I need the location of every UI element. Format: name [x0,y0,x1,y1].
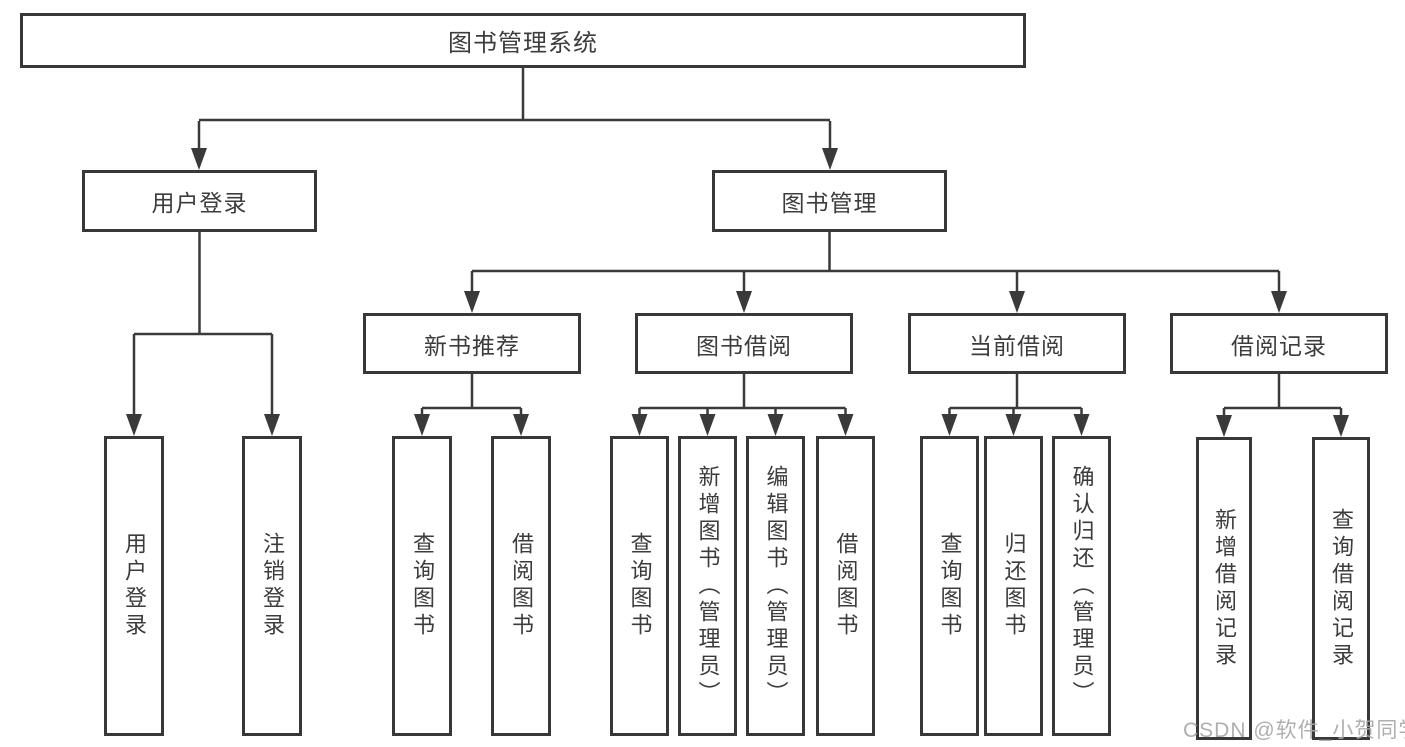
node-book-borrowing-label: 图书借阅 [696,332,792,359]
leaf-confirm-return-admin-label: 确认归还（管理员） [1069,464,1095,708]
leaf-query-books-1-label: 查询图书 [410,532,435,640]
node-system-root: 图书管理系统 [20,13,1026,68]
node-current-borrowing: 当前借阅 [908,313,1126,374]
arrowhead [631,414,648,436]
node-book-management: 图书管理 [712,170,947,232]
leaf-edit-books-admin: 编辑图书（管理员） [746,436,805,736]
leaf-query-books-3-label: 查询图书 [937,532,963,640]
arrowhead [1005,414,1022,436]
leaf-logout-label: 注销登录 [260,532,285,640]
arrowhead [1009,291,1025,313]
leaf-confirm-return-admin: 确认归还（管理员） [1052,436,1111,736]
csdn-watermark: CSDN @软件_小贺同学 [1183,719,1405,742]
leaf-return-books: 归还图书 [984,436,1043,736]
node-borrowing-records-label: 借阅记录 [1231,332,1327,359]
leaf-query-books-3: 查询图书 [920,436,979,736]
node-current-borrowing-label: 当前借阅 [969,332,1065,359]
leaf-add-books-admin-label: 新增图书（管理员） [695,464,721,708]
arrowhead [699,414,716,436]
leaf-user-login: 用户登录 [104,436,164,736]
leaf-edit-books-admin-label: 编辑图书（管理员） [763,464,789,708]
arrowhead [767,414,784,436]
leaf-borrow-books-1: 借阅图书 [491,436,551,736]
arrowhead [414,414,430,436]
arrowhead [822,148,838,170]
node-book-management-label: 图书管理 [781,190,878,216]
leaf-return-books-label: 归还图书 [1001,532,1027,640]
node-borrowing-records: 借阅记录 [1170,313,1388,374]
leaf-borrow-books-2: 借阅图书 [816,436,875,736]
arrowhead [837,414,854,436]
leaf-query-borrow-record: 查询借阅记录 [1312,437,1370,740]
arrowhead [1073,414,1090,436]
arrowhead [1271,291,1287,313]
arrowhead [126,414,142,436]
node-system-root-label: 图书管理系统 [448,30,598,57]
leaf-query-books-2-label: 查询图书 [627,532,653,640]
leaf-query-books-2: 查询图书 [610,436,669,736]
leaf-user-login-label: 用户登录 [122,532,147,640]
arrowhead [1333,415,1349,437]
leaf-query-borrow-record-label: 查询借阅记录 [1329,507,1354,670]
leaf-add-books-admin: 新增图书（管理员） [678,436,737,736]
node-new-book-recommend: 新书推荐 [363,313,581,374]
arrowhead [1216,415,1232,437]
arrowhead [513,414,529,436]
arrowhead [736,291,752,313]
leaf-borrow-books-1-label: 借阅图书 [509,532,534,640]
leaf-query-books-1: 查询图书 [392,436,452,736]
node-new-book-recommend-label: 新书推荐 [424,332,520,359]
node-book-borrowing: 图书借阅 [635,313,853,374]
leaf-borrow-books-2-label: 借阅图书 [833,532,859,640]
node-user-login: 用户登录 [82,170,317,232]
leaf-add-borrow-record: 新增借阅记录 [1196,437,1252,740]
leaf-add-borrow-record-label: 新增借阅记录 [1212,507,1237,670]
arrowhead [191,148,207,170]
arrowhead [264,414,280,436]
node-user-login-label: 用户登录 [151,190,248,216]
leaf-logout: 注销登录 [242,436,302,736]
arrowhead [941,414,958,436]
arrowhead [464,291,480,313]
